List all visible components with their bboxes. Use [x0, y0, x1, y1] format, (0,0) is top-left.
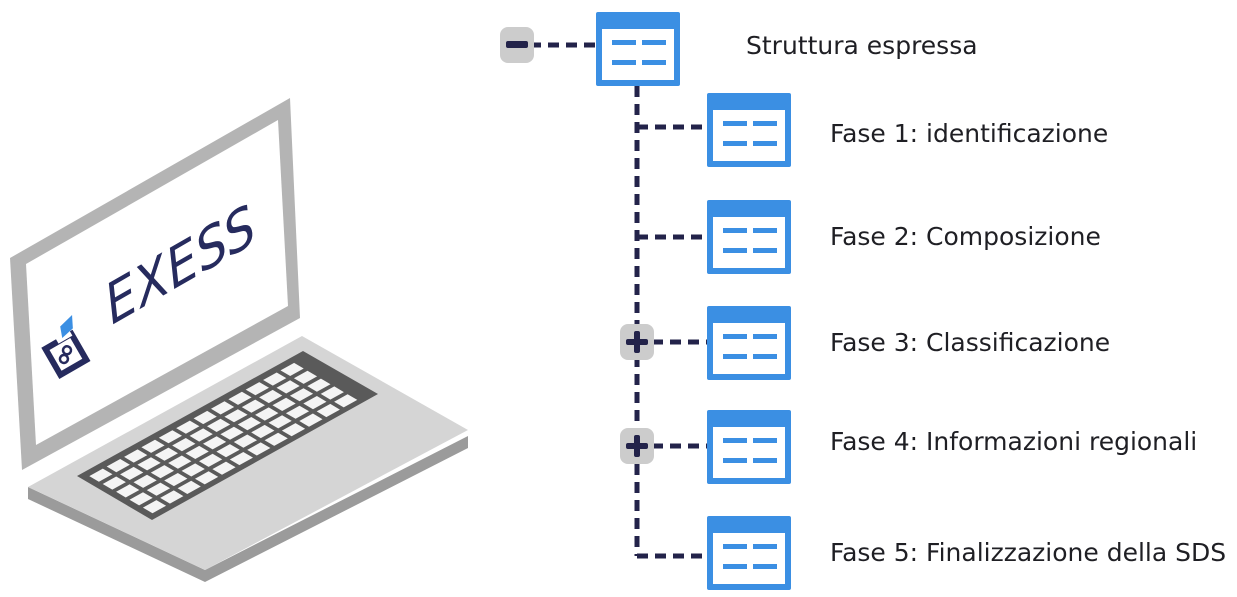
table-icon — [707, 410, 791, 484]
keyboard-key — [281, 423, 306, 437]
keyboard-keys — [89, 362, 358, 514]
tree-node-fase-3[interactable] — [620, 306, 791, 380]
keyboard-key — [316, 403, 340, 418]
keyboard-key — [106, 459, 130, 473]
keyboard-key — [263, 372, 287, 386]
keyboard-key — [120, 466, 144, 480]
table-icon — [596, 12, 680, 86]
keyboard-key — [334, 394, 358, 408]
keyboard-key — [177, 480, 201, 494]
keyboard-key — [259, 389, 283, 404]
tree-root-node[interactable] — [500, 12, 680, 86]
keyboard-key — [164, 473, 188, 487]
node-label-fase-3[interactable]: Fase 3: Classificazione — [830, 328, 1111, 357]
keyboard-key — [137, 457, 161, 471]
keyboard-key — [320, 386, 344, 400]
keyboard-key — [211, 401, 235, 415]
keyboard-key — [307, 378, 331, 392]
keyboard-key — [247, 442, 271, 456]
node-label-fase-4[interactable]: Fase 4: Informazioni regionali — [830, 427, 1198, 456]
node-label-fase-2[interactable]: Fase 2: Composizione — [830, 222, 1101, 251]
collapse-toggle[interactable] — [500, 27, 534, 63]
tree-node-fase-1[interactable] — [707, 93, 791, 167]
keyboard-key — [89, 468, 113, 482]
keyboard-key — [245, 382, 269, 396]
keyboard-key — [133, 474, 157, 488]
keyboard-key — [129, 492, 153, 506]
keyboard-key — [212, 461, 236, 475]
tree-node-fase-4[interactable] — [620, 410, 791, 484]
exess-logo-icon — [41, 315, 91, 379]
keyboard-key — [168, 455, 192, 469]
keyboard-key — [181, 463, 205, 477]
keyboard-key — [150, 465, 174, 479]
keyboard-key — [207, 418, 231, 432]
expand-toggle[interactable] — [620, 324, 654, 360]
keyboard-key — [172, 438, 196, 452]
keyboard-key — [124, 449, 148, 463]
keyboard-key — [251, 424, 275, 439]
table-icon — [707, 306, 791, 380]
tree-node-fase-2[interactable] — [707, 200, 791, 274]
keyboard-key — [303, 396, 327, 410]
keyboard-key — [289, 388, 314, 402]
laptop-base-edge — [28, 436, 468, 582]
keyboard-key — [276, 380, 300, 394]
keyboard-key — [189, 428, 213, 442]
keyboard-key — [146, 482, 171, 496]
table-icon — [707, 93, 791, 167]
keyboard-key — [185, 445, 209, 459]
node-label-fase-1[interactable]: Fase 1: identificazione — [830, 119, 1109, 148]
keyboard-key — [102, 476, 126, 490]
keyboard-key — [293, 370, 318, 384]
keyboard-key — [299, 413, 323, 427]
keyboard-key — [272, 397, 296, 411]
keyboard-key — [237, 417, 261, 431]
tree-connectors — [530, 42, 707, 559]
keyboard-key — [255, 407, 279, 421]
table-icon — [707, 200, 791, 274]
keyboard-key — [160, 490, 184, 504]
keyboard-key — [176, 420, 200, 434]
keyboard-key — [241, 399, 265, 413]
keyboard-key — [154, 447, 178, 461]
keyboard-key — [116, 484, 140, 498]
keyboard-key — [199, 453, 223, 467]
keyboard-key — [193, 410, 217, 425]
root-label[interactable]: Struttura espressa — [746, 31, 978, 60]
keyboard-key — [142, 500, 167, 514]
keyboard-key — [233, 434, 257, 448]
keyboard-key — [158, 430, 182, 444]
node-label-fase-5[interactable]: Fase 5: Finalizzazione della SDS — [830, 538, 1227, 567]
table-icon — [707, 516, 791, 590]
laptop-screen — [26, 120, 288, 445]
keyboard-key — [216, 444, 240, 458]
keyboard-key — [285, 405, 310, 419]
laptop-illustration: EXESS — [10, 98, 468, 582]
keyboard-key — [280, 362, 304, 376]
keyboard-key — [229, 452, 253, 466]
expand-toggle[interactable] — [620, 428, 654, 464]
keyboard-key — [203, 436, 227, 450]
keyboard-key — [228, 391, 252, 405]
keyboard-key — [195, 471, 219, 485]
keyboard-key — [264, 432, 288, 446]
keyboard-key — [141, 439, 165, 453]
keyboard-key — [220, 426, 244, 440]
tree-node-fase-5[interactable] — [707, 516, 791, 590]
keyboard-key — [224, 409, 248, 423]
keyboard-key — [268, 415, 292, 429]
